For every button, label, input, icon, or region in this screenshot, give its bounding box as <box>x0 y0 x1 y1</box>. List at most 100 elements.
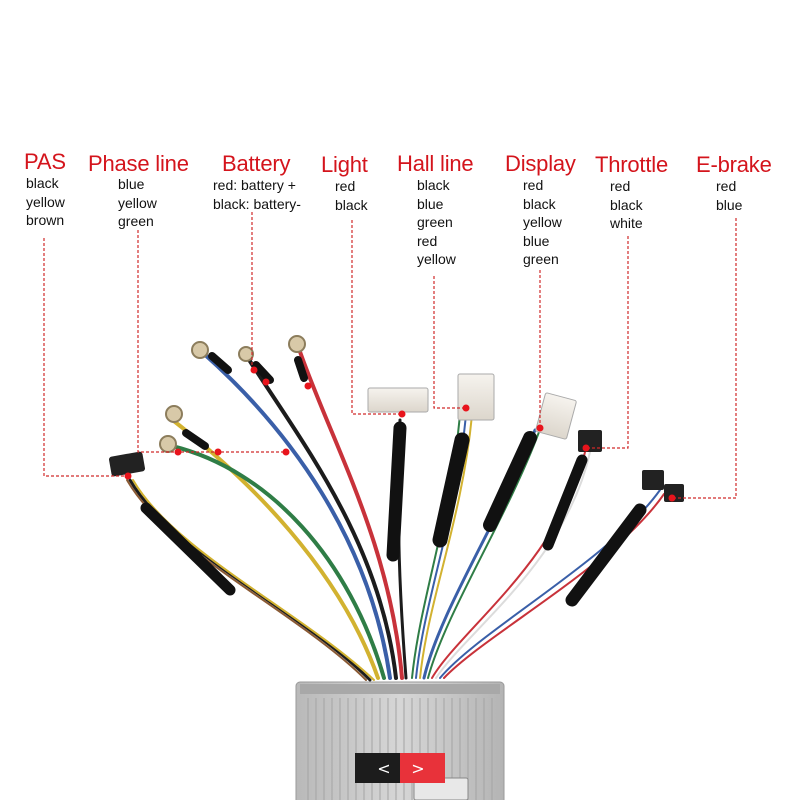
leader-endpoints <box>124 366 676 502</box>
display-sleeve <box>483 431 537 532</box>
wire-color-label: yellow <box>118 194 157 211</box>
wire-color-label: red <box>610 178 631 194</box>
light-endpoint <box>398 410 406 418</box>
ring-terminals <box>159 335 306 453</box>
wire-color-label: yellow <box>523 214 562 230</box>
pas-wire-list: black yellow brown <box>26 174 65 230</box>
wire-color-label: blue <box>523 232 550 249</box>
wire-sleeves <box>140 352 647 607</box>
throttle-endpoint <box>582 444 590 452</box>
controller-arrow-badge: < > <box>355 753 445 783</box>
hall-sleeve <box>432 432 470 548</box>
left-arrow-icon: < <box>377 759 390 778</box>
throttle-sleeve <box>542 454 588 551</box>
wire-color-label: red <box>417 232 438 249</box>
e-brake-connector-1 <box>642 470 664 490</box>
battery-endpoint <box>250 366 258 374</box>
wire-color-label: black <box>523 195 556 212</box>
wire-color-label: red <box>335 178 356 194</box>
wire-color-label: green <box>523 251 559 267</box>
light-title: Light <box>321 152 368 177</box>
battery-title: Battery <box>222 151 291 176</box>
throttle-wire-list: red black white <box>610 177 643 233</box>
wire-color-label: blue <box>118 176 145 192</box>
wire-color-label: blue <box>417 195 444 212</box>
wire-color-label: yellow <box>417 251 456 267</box>
pas-yellow-wire <box>132 479 375 681</box>
controller-housing <box>295 681 505 800</box>
wire-color-label: red <box>716 178 737 194</box>
wire-color-label: black <box>26 175 59 191</box>
phase-endpoint-3 <box>282 448 290 456</box>
e-brake-title: E-brake <box>696 152 772 177</box>
ring-terminal-icon <box>159 435 177 453</box>
throttle-title: Throttle <box>595 152 668 177</box>
display-wire-list: red black yellow blue green <box>523 176 562 269</box>
ring-terminal-icon <box>165 405 183 423</box>
phase-endpoint-2 <box>214 448 222 456</box>
e-brake-wire-list: red blue <box>716 177 742 214</box>
phase-green-wire <box>170 444 386 680</box>
display-connector <box>535 392 577 440</box>
battery-wire-list: red: battery + black: battery- <box>213 176 301 213</box>
wire-color-label: brown <box>26 212 65 228</box>
ring-terminal-icon <box>191 341 209 359</box>
wire-color-label: red <box>523 177 544 193</box>
pas-endpoint <box>124 472 132 480</box>
battery-sleeve-2 <box>294 356 308 382</box>
display-title: Display <box>505 151 576 176</box>
right-arrow-box <box>400 753 445 783</box>
wire-color-label: white <box>610 215 643 231</box>
wire-color-label: green <box>417 214 453 230</box>
e-brake-leader-line <box>672 218 737 499</box>
throttle-leader-line <box>586 236 629 449</box>
light-wire-list: red black <box>335 177 368 214</box>
light-connector <box>367 387 429 413</box>
ring-terminal-icon <box>288 335 306 353</box>
hall-leader-line <box>433 276 466 409</box>
e-brake-sleeve <box>565 503 647 607</box>
ring-terminal-icon <box>238 346 254 362</box>
e-brake-wires-2 <box>443 493 665 679</box>
phase-leader-line <box>137 230 286 453</box>
hall-connector <box>457 373 495 421</box>
battery-sleeve-1 <box>252 361 274 384</box>
hall-line-title: Hall line <box>397 151 474 176</box>
battery-red-wire <box>296 344 404 680</box>
wire-color-label: black <box>417 177 450 193</box>
connectors <box>108 373 684 502</box>
light-leader-line <box>351 220 402 415</box>
leader-lines <box>43 212 737 499</box>
throttle-wires-2 <box>435 451 591 679</box>
right-arrow-icon: > <box>411 759 424 778</box>
left-arrow-box <box>355 753 400 783</box>
phase-sleeve-2 <box>208 352 232 374</box>
pas-title: PAS <box>24 149 66 174</box>
battery-endpoint-2 <box>262 378 270 386</box>
phase-blue-wire <box>200 350 392 680</box>
wire-color-label: black: battery- <box>213 195 301 212</box>
phase-endpoint <box>174 448 182 456</box>
display-endpoint <box>536 424 544 432</box>
phase-sleeve-1 <box>182 429 209 450</box>
wire-color-label: blue <box>716 196 743 213</box>
hall-endpoint <box>462 404 470 412</box>
e-brake-endpoint <box>668 494 676 502</box>
wire-color-label: black <box>335 196 368 213</box>
display-wires-2 <box>427 431 540 679</box>
pas-sleeve <box>140 502 236 596</box>
hall-yellow-wire <box>419 414 473 679</box>
wire-color-label: green <box>118 213 154 229</box>
battery-black-wire <box>244 353 398 680</box>
wire-color-label: yellow <box>26 193 65 210</box>
pas-connector <box>108 451 146 477</box>
wire-color-label: red: battery + <box>213 177 296 193</box>
pas-leader-line <box>43 238 128 477</box>
light-sleeve <box>386 421 407 562</box>
throttle-connector <box>578 430 602 452</box>
phase-line-title: Phase line <box>88 151 189 176</box>
wire-color-label: black <box>610 196 643 213</box>
battery-endpoint-3 <box>304 382 312 390</box>
hall-line-wire-list: black blue green red yellow <box>417 176 456 269</box>
